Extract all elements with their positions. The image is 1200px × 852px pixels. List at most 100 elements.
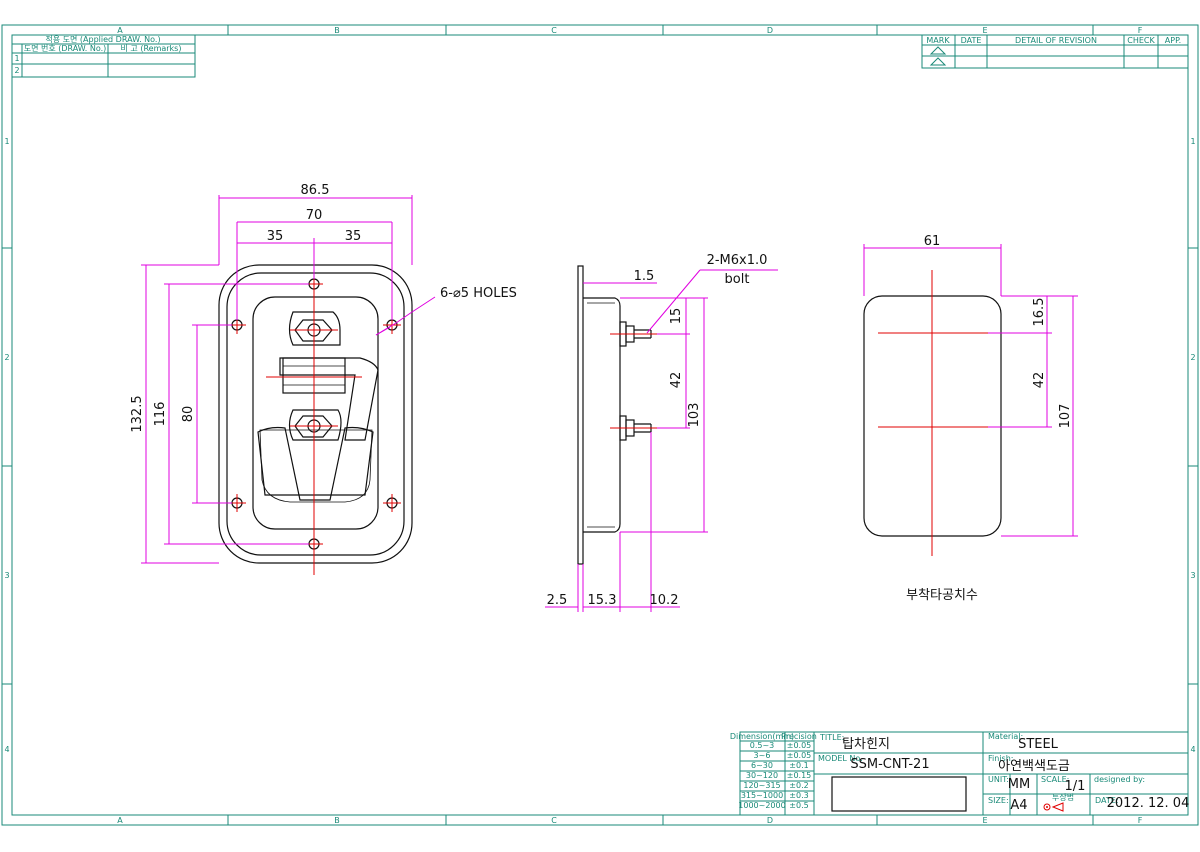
tol-header-dimension: Dimension(mm): [730, 732, 794, 741]
front-dimension-lines: [141, 195, 436, 564]
dim-side-height: 103: [687, 403, 702, 428]
front-center-lines: [228, 272, 401, 575]
projection-symbol-icon: [1043, 802, 1064, 812]
applied-table-col-remarks: 비 고 (Remarks): [121, 44, 182, 53]
zone-top-e: E: [982, 26, 987, 35]
tolerance-dimension-cell: 6~30: [751, 761, 773, 770]
side-dimension-lines: [545, 269, 778, 612]
zone-right-3: 3: [1190, 571, 1195, 580]
dim-bolt-pitch: 42: [669, 372, 684, 389]
zone-top-c: C: [551, 26, 557, 35]
tolerance-dimension-cell: 30~120: [746, 771, 778, 780]
unit-label: UNIT:: [988, 775, 1009, 784]
material-label: Material:: [988, 732, 1023, 741]
dim-cutout-width: 61: [924, 234, 941, 249]
tol-header-precision: Precision: [781, 732, 817, 741]
zone-right-2: 2: [1190, 353, 1195, 362]
applied-table-row-2: 2: [14, 66, 19, 75]
applied-table-row-1: 1: [14, 54, 19, 63]
dim-plate-thickness: 1.5: [634, 269, 655, 284]
zone-left-1: 1: [4, 137, 9, 146]
dim-overall-width: 86.5: [301, 183, 330, 198]
title-value: 탑차힌지: [842, 737, 890, 752]
title-label: TITLE:: [819, 733, 844, 742]
cutout-view: 61 16.5 42 107 부착타공치수: [863, 234, 1078, 603]
revision-header-mark: MARK: [926, 36, 950, 45]
applied-drawing-table: 적용 도면 (Applied DRAW. No.) 도면 번호 (DRAW. N…: [11, 34, 196, 78]
finish-label: Finish:: [988, 754, 1013, 763]
model-label: MODEL No.: [818, 754, 863, 763]
tolerance-precision-cell: ±0.2: [789, 781, 808, 790]
zone-labels: A B C D E F A B C D E F 1 2 3 4 1 2 3 4: [4, 26, 1195, 825]
scale-label: SCALE:: [1041, 775, 1069, 784]
material-value: STEEL: [1018, 737, 1059, 752]
revision-triangle-icon: [929, 46, 947, 55]
zone-left-3: 3: [4, 571, 9, 580]
tolerance-precision-cell: ±0.05: [787, 751, 812, 760]
tolerance-precision-cell: ±0.15: [787, 771, 812, 780]
dim-hole-span: 70: [306, 208, 323, 223]
tolerance-rows: 0.5~3±0.053~6±0.056~30±0.130~120±0.15120…: [738, 741, 811, 810]
drawing-frame: [1, 24, 1199, 826]
zone-bottom-c: C: [551, 816, 557, 825]
unit-value: MM: [1008, 777, 1030, 792]
dim-depth: 15.3: [588, 593, 617, 608]
tolerance-dimension-cell: 315~1000: [741, 791, 783, 800]
front-view: 86.5 70 35 35 132.5 116 80 6-⌀5 HOLES: [130, 183, 517, 575]
zone-bottom-f: F: [1138, 816, 1143, 825]
dim-bolt-label-2: bolt: [725, 272, 750, 287]
applied-table-col-draw: 도면 번호 (DRAW. No.): [24, 43, 107, 53]
zone-bottom-a: A: [117, 816, 123, 825]
zone-left-4: 4: [4, 745, 9, 754]
dim-half-right: 35: [345, 229, 362, 244]
revision-header-detail: DETAIL OF REVISION: [1015, 36, 1097, 45]
date-label: DATE:: [1095, 796, 1119, 805]
zone-bottom-e: E: [982, 816, 987, 825]
dim-height-116: 116: [153, 402, 168, 427]
tolerance-dimension-cell: 120~315: [743, 781, 780, 790]
revision-header-date: DATE: [961, 36, 982, 45]
zone-top-b: B: [334, 26, 340, 35]
tolerance-precision-cell: ±0.3: [789, 791, 808, 800]
dim-bolt-label-1: 2-M6x1.0: [707, 253, 768, 268]
dim-height-80: 80: [181, 406, 196, 423]
designed-label: designed by:: [1094, 775, 1145, 784]
dim-top-offset: 15: [669, 308, 684, 325]
zone-top-f: F: [1138, 26, 1143, 35]
cutout-label: 부착타공치수: [906, 588, 978, 603]
applied-table-title: 적용 도면 (Applied DRAW. No.): [45, 34, 160, 44]
revision-header-check: CHECK: [1127, 36, 1155, 45]
revision-table: MARK DATE DETAIL OF REVISION CHECK APP.: [921, 34, 1189, 69]
tolerance-precision-cell: ±0.5: [789, 801, 808, 810]
projection-label: 투상법: [1052, 792, 1074, 802]
title-block: Dimension(mm) Precision 0.5~3 ±0.05 3~6 ±0.…: [730, 731, 1190, 816]
zone-top-a: A: [117, 26, 123, 35]
zone-left-2: 2: [4, 353, 9, 362]
dim-half-left: 35: [267, 229, 284, 244]
zone-bottom-d: D: [767, 816, 773, 825]
zone-top-d: D: [767, 26, 773, 35]
size-value: A4: [1010, 798, 1027, 813]
zone-right-1: 1: [1190, 137, 1195, 146]
revision-triangle-icon: [929, 57, 947, 66]
model-value: SSM-CNT-21: [850, 757, 929, 772]
finish-value: 아연백색도금: [998, 759, 1070, 774]
tolerance-dimension-cell: 0.5~3: [750, 741, 775, 750]
dim-cutout-pitch: 42: [1032, 372, 1047, 389]
tolerance-dimension-cell: 1000~2000: [738, 801, 785, 810]
size-label: SIZE:: [988, 796, 1009, 805]
dim-overall-height: 132.5: [130, 395, 145, 432]
holes-note: 6-⌀5 HOLES: [440, 286, 517, 301]
revision-header-app: APP.: [1165, 36, 1181, 45]
tolerance-precision-cell: ±0.05: [787, 741, 812, 750]
cutout-dimension-lines: [863, 244, 1078, 537]
zone-bottom-b: B: [334, 816, 340, 825]
scale-value: 1/1: [1065, 779, 1086, 794]
logo-box: [831, 776, 967, 812]
tolerance-dimension-cell: 3~6: [754, 751, 771, 760]
date-value: 2012. 12. 04: [1107, 796, 1190, 811]
dim-cutout-height: 107: [1058, 404, 1073, 429]
dim-flange: 2.5: [547, 593, 568, 608]
dim-bolt-length: 10.2: [650, 593, 679, 608]
